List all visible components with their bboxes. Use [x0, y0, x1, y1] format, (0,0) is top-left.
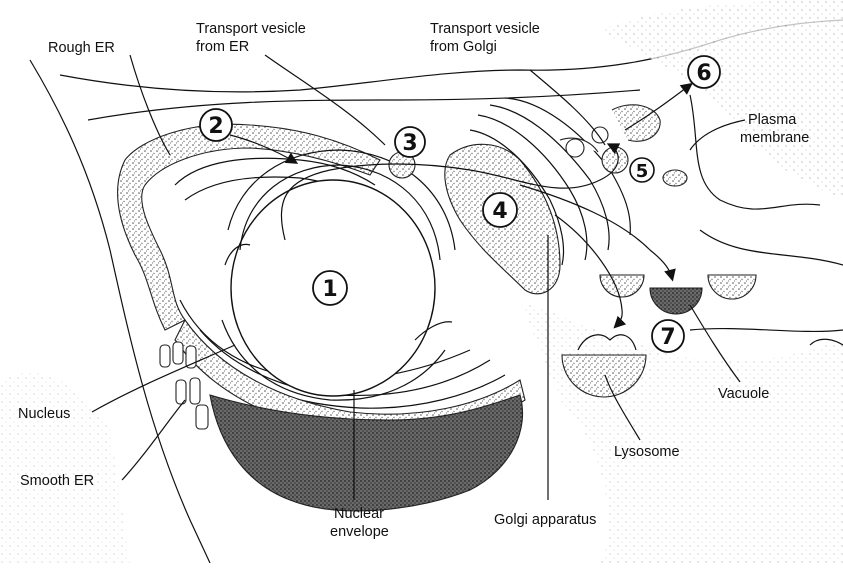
label-nuclear-envelope-1: Nuclear	[334, 506, 384, 522]
label-plasma-membrane-1: Plasma	[748, 112, 797, 128]
label-nucleus: Nucleus	[18, 406, 70, 422]
step-7-marker: 7	[652, 320, 684, 352]
label-transport-vesicle-er-2: from ER	[196, 39, 249, 55]
step-1-label: 1	[322, 277, 337, 302]
step-5-marker: 5	[630, 158, 654, 182]
step-3-label: 3	[402, 131, 417, 156]
label-transport-vesicle-golgi-1: Transport vesicle	[430, 21, 540, 37]
label-lysosome: Lysosome	[614, 444, 680, 460]
step-4-marker: 4	[483, 193, 517, 227]
step-1-marker: 1	[313, 271, 347, 305]
label-transport-vesicle-er-1: Transport vesicle	[196, 21, 306, 37]
step-6-label: 6	[696, 61, 711, 86]
step-2-marker: 2	[200, 109, 232, 141]
label-nuclear-envelope-2: envelope	[330, 524, 389, 540]
label-smooth-er: Smooth ER	[20, 473, 94, 489]
step-2-label: 2	[208, 114, 223, 139]
step-7-label: 7	[660, 325, 675, 350]
label-golgi-apparatus: Golgi apparatus	[494, 512, 596, 528]
label-plasma-membrane-2: membrane	[740, 130, 809, 146]
step-5-label: 5	[636, 161, 649, 182]
step-3-marker: 3	[395, 127, 425, 157]
label-rough-er: Rough ER	[48, 40, 115, 56]
step-6-marker: 6	[688, 56, 720, 88]
label-vacuole: Vacuole	[718, 386, 769, 402]
label-transport-vesicle-golgi-2: from Golgi	[430, 39, 497, 55]
step-4-label: 4	[492, 199, 507, 224]
